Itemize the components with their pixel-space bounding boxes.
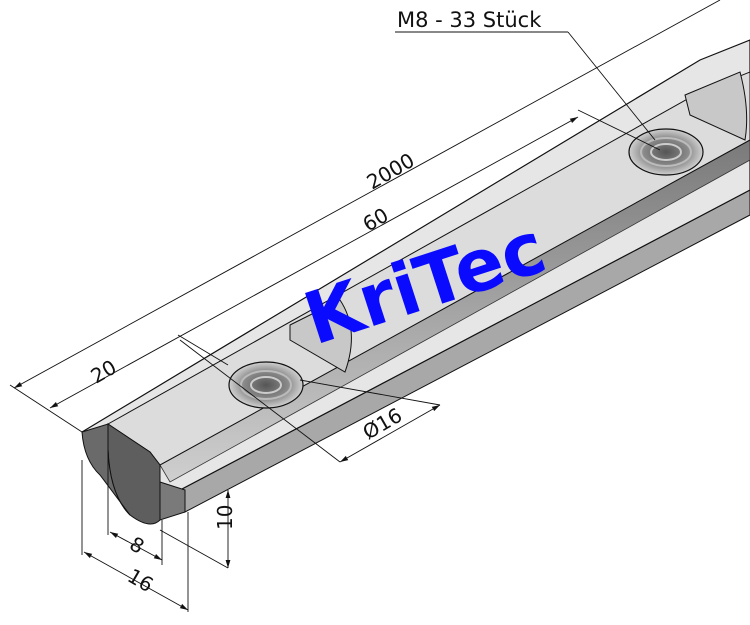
threaded-hole-2 — [628, 128, 704, 176]
dim-height: 10 — [213, 505, 237, 530]
dimension-lines — [9, 0, 721, 612]
dim-tongue-width: 8 — [126, 532, 149, 559]
dim-pitch: 60 — [359, 203, 393, 237]
dim-length-total: 2000 — [363, 148, 419, 194]
dim-width: 16 — [124, 564, 158, 598]
dim-end-offset: 20 — [87, 355, 121, 389]
callout-label: M8 - 33 Stück — [397, 8, 542, 32]
